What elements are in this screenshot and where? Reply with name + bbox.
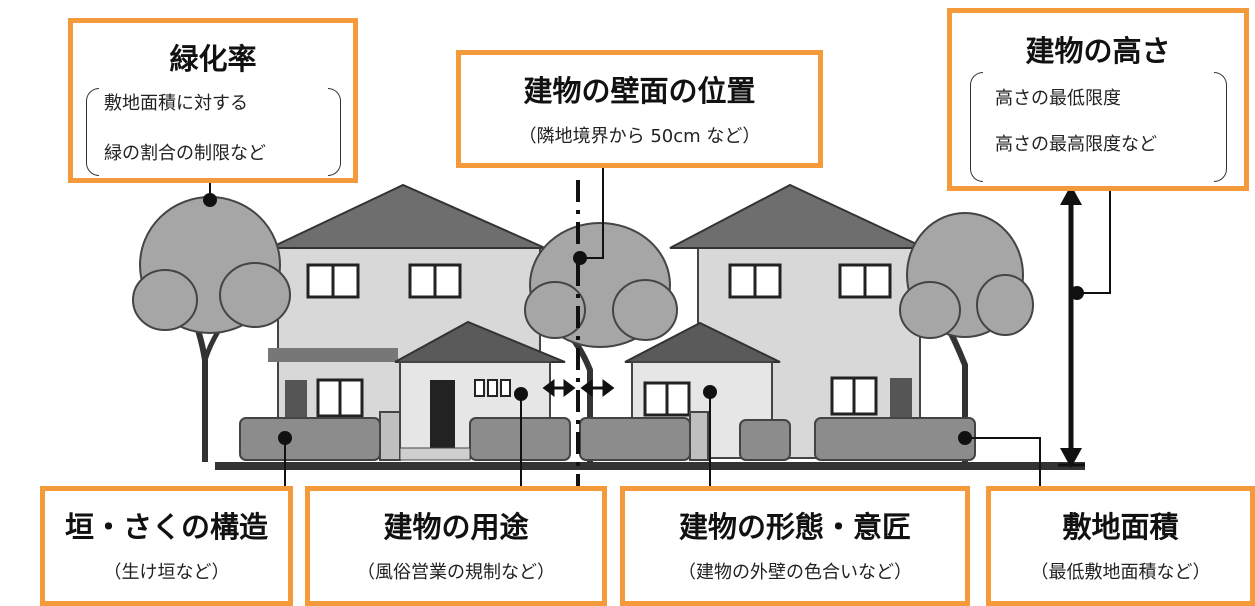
- greening-detail-1: 敷地面積に対する: [104, 93, 248, 114]
- building-use-detail: （風俗営業の規制など）: [357, 562, 555, 583]
- greening-bracket-left: [86, 88, 99, 176]
- town-scene-illustration: [132, 168, 1111, 593]
- building-use-title: 建物の用途: [383, 510, 529, 544]
- building-height-box: 建物の高さ: [947, 8, 1249, 191]
- building-form-detail: （建物の外壁の色合いなど）: [678, 562, 912, 583]
- setback-arrows: [542, 379, 615, 397]
- tree-center: [524, 222, 678, 462]
- fence-structure-title: 垣・さくの構造: [64, 510, 268, 544]
- wall-position-detail: （隣地境界から 50cm など）: [518, 126, 761, 147]
- leader-dots: [203, 193, 1084, 445]
- lot-area-detail: （最低敷地面積など）: [1030, 562, 1211, 583]
- greening-bracket-right: [328, 88, 341, 176]
- building-form-title: 建物の形態・意匠: [678, 510, 911, 544]
- tree-right: [899, 212, 1034, 462]
- lot-area-title: 敷地面積: [1062, 510, 1179, 544]
- building-form-box: 建物の形態・意匠 （建物の外壁の色合いなど）: [620, 486, 970, 606]
- height-detail-2: 高さの最高限度など: [995, 134, 1157, 155]
- height-detail-1: 高さの最低限度: [995, 88, 1121, 109]
- fence-structure-detail: （生け垣など）: [103, 562, 230, 583]
- ground-line: [215, 462, 1085, 470]
- height-bracket-right: [1214, 72, 1227, 182]
- wall-position-box: 建物の壁面の位置 （隣地境界から 50cm など）: [456, 50, 823, 168]
- greening-detail-2: 緑の割合の制限など: [104, 143, 266, 164]
- height-arrow: [1058, 185, 1085, 468]
- building-height-title: 建物の高さ: [1025, 34, 1171, 68]
- greening-ratio-box: 緑化率: [68, 18, 358, 183]
- fence-structure-box: 垣・さくの構造 （生け垣など）: [40, 486, 293, 606]
- hedges: [239, 411, 976, 461]
- greening-ratio-title: 緑化率: [169, 42, 257, 76]
- wall-position-title: 建物の壁面の位置: [523, 74, 756, 108]
- height-bracket-left: [970, 72, 983, 182]
- tree-left: [132, 196, 291, 462]
- lot-area-box: 敷地面積 （最低敷地面積など）: [986, 486, 1255, 606]
- building-use-box: 建物の用途 （風俗営業の規制など）: [305, 486, 607, 606]
- leader-lines: [209, 168, 1111, 490]
